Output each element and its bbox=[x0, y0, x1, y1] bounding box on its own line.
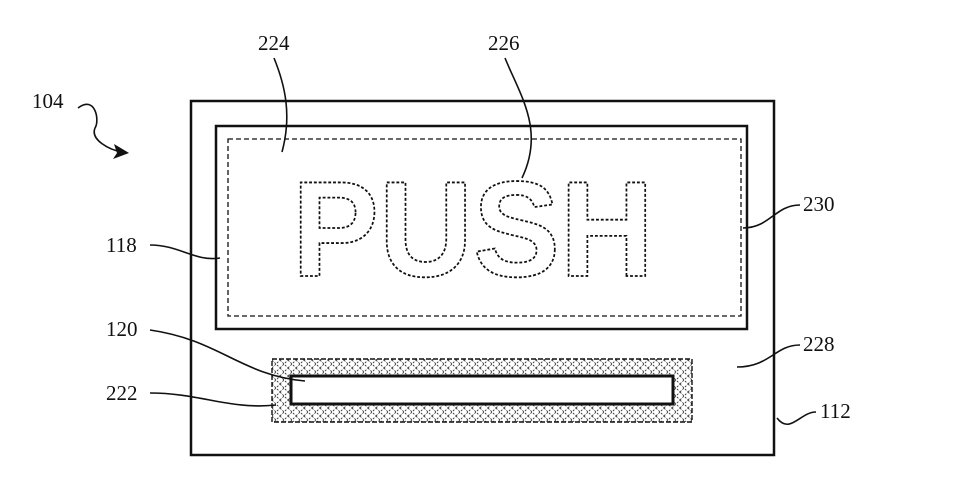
leader-224 bbox=[273, 57, 288, 153]
label-222: 222 bbox=[106, 381, 138, 405]
leader-228 bbox=[736, 344, 801, 368]
label-118: 118 bbox=[106, 233, 137, 257]
leader-120 bbox=[149, 329, 306, 382]
display-area-dashed bbox=[227, 138, 742, 317]
slot bbox=[289, 374, 675, 406]
label-228: 228 bbox=[803, 332, 835, 356]
leader-222 bbox=[149, 392, 277, 407]
leader-118 bbox=[149, 244, 221, 260]
leader-226 bbox=[504, 57, 532, 179]
label-224: 224 bbox=[258, 31, 290, 55]
push-sign-text: PUSH bbox=[292, 153, 654, 305]
label-120: 120 bbox=[106, 317, 138, 341]
leader-112 bbox=[776, 411, 817, 426]
label-104: 104 bbox=[32, 89, 64, 113]
label-112: 112 bbox=[820, 399, 851, 423]
arrowhead-icon bbox=[113, 144, 129, 159]
enclosure-outline bbox=[189, 99, 776, 457]
label-230: 230 bbox=[803, 192, 835, 216]
leader-104-arrow bbox=[77, 103, 123, 153]
label-226: 226 bbox=[488, 31, 520, 55]
leader-230 bbox=[742, 204, 801, 229]
